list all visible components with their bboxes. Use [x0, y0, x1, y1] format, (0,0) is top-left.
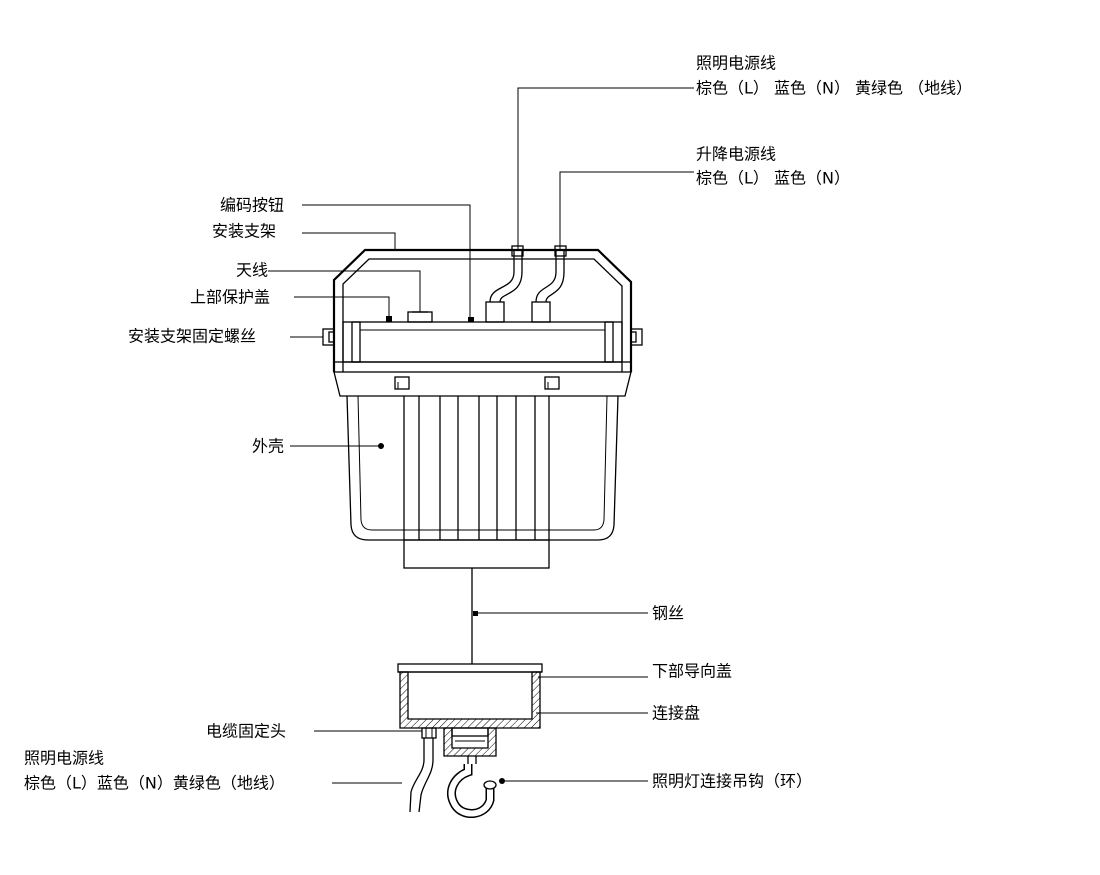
- connection-plate-shape: [397, 663, 543, 729]
- label-lift-cable-wires: 棕色（L） 蓝色（N）: [696, 169, 850, 188]
- label-code-button: 编码按钮: [220, 196, 284, 215]
- lamp-drawing: [322, 245, 643, 818]
- label-housing: 外壳: [252, 437, 284, 456]
- antenna-shape: [407, 311, 433, 323]
- label-lighting-cable-bottom-title: 照明电源线: [24, 749, 104, 768]
- bracket-screw-right: [630, 328, 643, 346]
- code-button-shape: [468, 317, 474, 322]
- label-lighting-cable-top-title: 照明电源线: [696, 54, 776, 73]
- bracket-screw-left: [322, 328, 335, 346]
- label-antenna: 天线: [236, 261, 268, 280]
- mounting-bracket-shape: [332, 248, 633, 372]
- label-hook: 照明灯连接吊钩（环）: [652, 772, 812, 791]
- steel-wire-shape: [471, 568, 478, 664]
- cable-gland-lift: [531, 245, 567, 323]
- hook-shape: [447, 764, 505, 818]
- upper-cover-shape: [342, 321, 623, 363]
- label-lighting-cable-top-wires: 棕色（L） 蓝色（N） 黄绿色 （地线）: [696, 79, 972, 98]
- label-bracket-screw: 安装支架固定螺丝: [128, 327, 256, 346]
- label-upper-cover: 上部保护盖: [190, 288, 270, 307]
- cable-gland-lighting: [485, 245, 524, 323]
- label-connection-plate: 连接盘: [652, 704, 700, 723]
- label-mounting-bracket: 安装支架: [212, 222, 276, 241]
- label-lighting-cable-bottom-wires: 棕色（L）蓝色（N）黄绿色（地线）: [24, 774, 285, 793]
- upper-cover-marker: [386, 316, 392, 322]
- leader-lines: [268, 87, 694, 784]
- housing-flange: [333, 361, 632, 397]
- label-lower-guide-cover: 下部导向盖: [652, 662, 732, 681]
- label-steel-wire: 钢丝: [652, 604, 684, 623]
- label-cable-fixing-head: 电缆固定头: [206, 722, 286, 741]
- hook-collar-shape: [443, 727, 497, 764]
- cable-fixing-head-shape: [409, 727, 437, 813]
- housing-shape: [346, 395, 619, 541]
- label-lift-cable-title: 升降电源线: [696, 145, 776, 164]
- housing-bottom: [403, 539, 550, 569]
